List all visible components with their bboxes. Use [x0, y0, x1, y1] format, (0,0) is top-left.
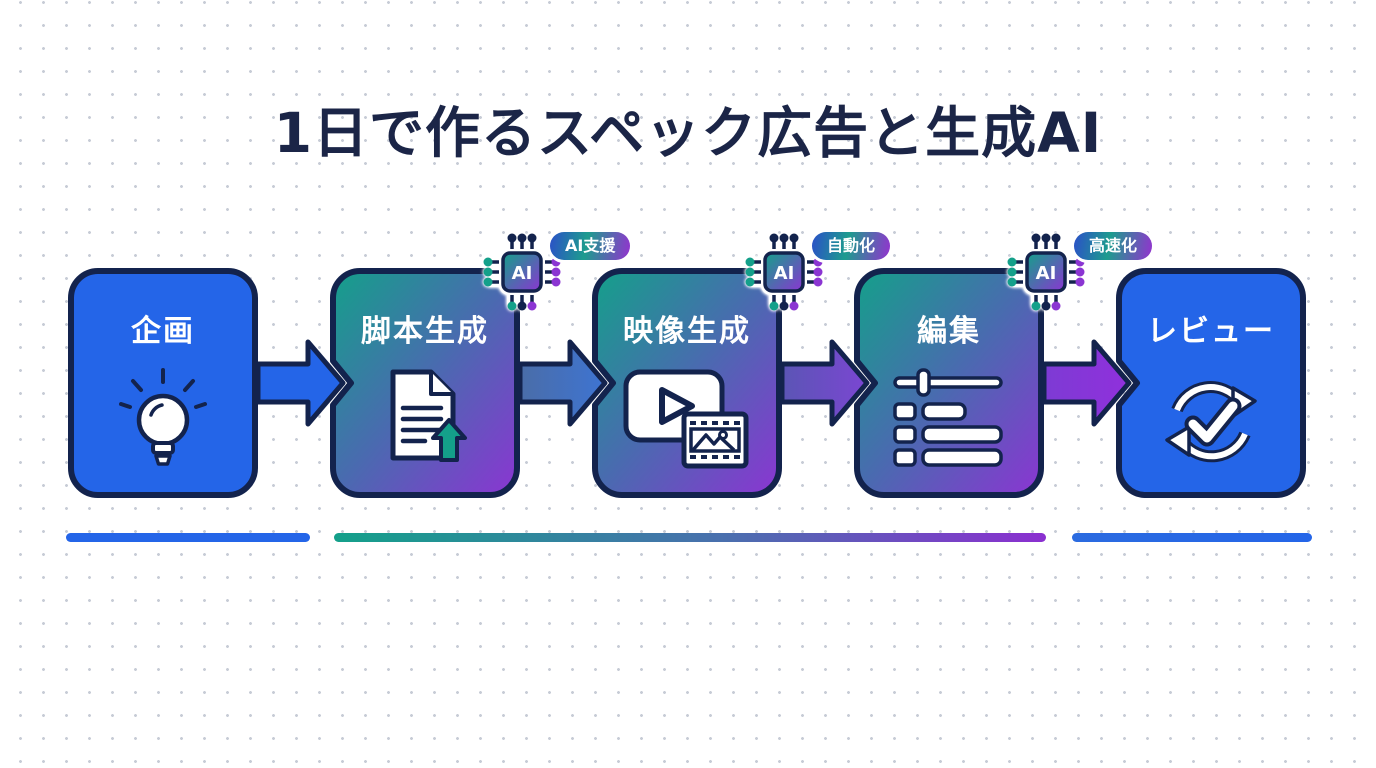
document-upload-icon — [390, 369, 467, 462]
stage-label: 脚本生成 — [361, 314, 489, 349]
workflow-diagram: 企画 — [68, 232, 1306, 498]
ai-chip-label: AI — [512, 263, 533, 284]
flow-arrow-4 — [1042, 268, 1132, 498]
stage-label: 映像生成 — [623, 314, 751, 349]
ai-chip-icon: AI — [1007, 233, 1085, 311]
stage-label: レビュー — [1147, 314, 1275, 349]
progress-line-segment-gradient — [334, 533, 1046, 542]
review-sync-check-icon — [1165, 381, 1257, 463]
progress-line-segment-blue-right — [1072, 533, 1312, 542]
progress-line-segment-blue-left — [66, 533, 310, 542]
stage-planning: 企画 — [68, 268, 258, 498]
lightbulb-icon — [119, 368, 207, 466]
badge-speedup: 高速化 — [1074, 232, 1153, 260]
stage-label: 編集 — [917, 314, 981, 349]
ai-chip-icon: AI — [745, 233, 823, 311]
badge-ai-support: AI支援 — [550, 232, 631, 260]
stage-script-generation: 脚本生成 — [330, 232, 631, 498]
stage-editing: 編集 — [854, 232, 1153, 498]
flow-arrow-2 — [518, 268, 608, 498]
flow-arrow-3 — [780, 268, 870, 498]
stage-label: 企画 — [131, 314, 195, 349]
badge-automation: 自動化 — [812, 232, 891, 260]
page-title: 1日で作るスペック広告と生成AI — [273, 101, 1103, 165]
ai-chip-label: AI — [774, 263, 795, 284]
ai-chip-label: AI — [1036, 263, 1057, 284]
timeline-edit-icon — [893, 368, 1003, 467]
ai-chip-icon: AI — [483, 233, 561, 311]
flow-arrow-1 — [256, 268, 346, 498]
video-generation-icon — [623, 369, 749, 469]
stage-review: レビュー — [1116, 268, 1306, 498]
stage-video-generation: 映像生成 — [592, 232, 891, 498]
